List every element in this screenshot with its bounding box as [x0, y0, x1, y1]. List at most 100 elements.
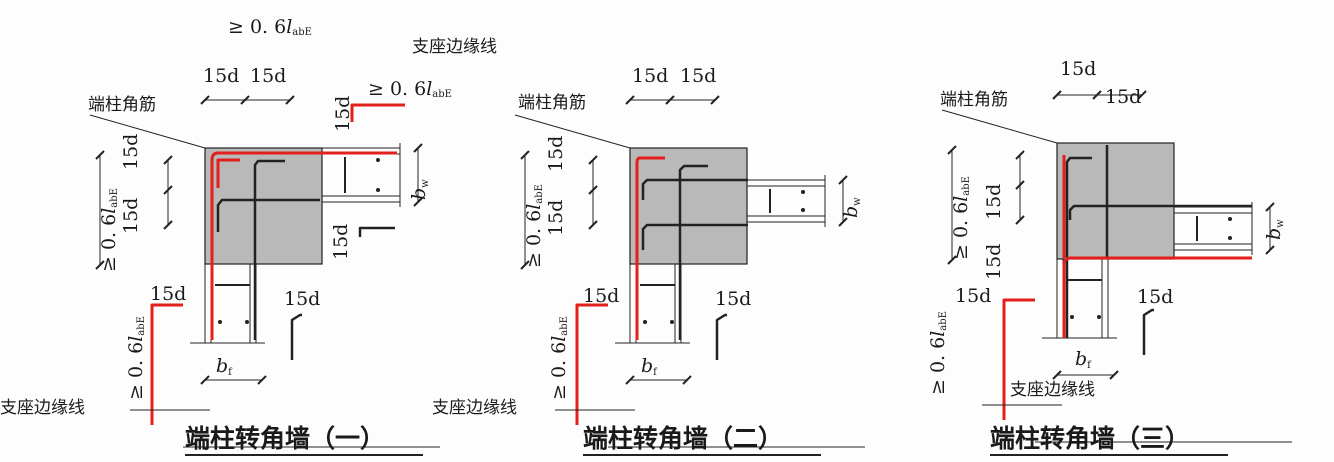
web-hook-detail [358, 226, 395, 237]
label-part: l [125, 336, 147, 342]
label-part: w [1275, 219, 1286, 228]
label-part: abE [109, 188, 120, 208]
dimension-15d-label: 15d [150, 283, 186, 305]
dimension-15d-label: 15d [120, 134, 142, 170]
dimension-15d-label: 15d [330, 224, 352, 260]
flange-width-label: bf [216, 355, 233, 378]
support-edge-line-label: 支座边缘线 [1010, 380, 1095, 400]
label-part: ≥ 0. 6 [368, 78, 426, 100]
dimension-15d-label: 15d [332, 96, 354, 132]
dimension-tick [163, 155, 173, 165]
dimension-tick [588, 155, 598, 165]
diagram-title: 端柱转角墙（三） [990, 424, 1190, 453]
label-part: f [228, 367, 233, 378]
anchorage-length-label: ≥ 0. 6labE [950, 176, 972, 260]
label-part: abE [961, 176, 972, 196]
rebar-dot [1070, 315, 1074, 319]
dimension-tick [710, 95, 720, 105]
dimension-tick [947, 145, 957, 155]
end-column [629, 147, 748, 265]
corner-rebar-highlight [1062, 256, 1252, 338]
label-part: ≥ 0. 6 [927, 337, 949, 395]
dimension-15d-label: 15d [1060, 58, 1096, 80]
dimension-tick [200, 95, 210, 105]
rebar-dot [801, 208, 805, 212]
label-part: ≥ 0. 6 [228, 16, 286, 38]
label-part: ≥ 0. 6 [548, 342, 570, 400]
support-edge-line-label: 支座边缘线 [432, 398, 517, 418]
dimension-tick [1052, 370, 1062, 380]
label-part: b [641, 355, 653, 377]
label-part: ≥ 0. 6 [125, 342, 147, 400]
flange-hook-detail [1142, 308, 1154, 355]
dimension-tick [285, 95, 295, 105]
rebar-dot [670, 320, 674, 324]
dimension-15d-label: 15d [545, 136, 567, 172]
anchorage-bar-detail [575, 303, 608, 425]
label-part: l [286, 16, 292, 38]
dimension-tick [838, 175, 848, 185]
label-part: ≥ 0. 6 [523, 210, 545, 268]
corner-bar-label: 端柱角筋 [88, 95, 156, 115]
dimension-tick [838, 217, 848, 227]
leader-line [514, 114, 631, 149]
anchorage-length-label: ≥ 0. 6labE [368, 78, 452, 100]
dimension-tick [1015, 180, 1025, 190]
anchorage-length-label: ≥ 0. 6labE [548, 316, 570, 400]
rebar-dot [376, 188, 380, 192]
leader-line [941, 109, 1058, 144]
leader-line [89, 114, 206, 149]
corner-bar-label: 端柱角筋 [940, 90, 1008, 110]
label-part: b [216, 355, 228, 377]
anchorage-length-label: ≥ 0. 6labE [927, 311, 949, 395]
label-part: abE [938, 311, 949, 331]
wall-rebar [1068, 204, 1252, 220]
dimension-tick [1092, 90, 1102, 100]
end-column [204, 147, 323, 265]
anchorage-length-label: ≥ 0. 6labE [523, 184, 545, 268]
web-width-label: bw [1263, 219, 1286, 240]
dimension-tick [520, 260, 530, 270]
label-part: l [523, 204, 545, 210]
diagram-title: 端柱转角墙（二） [583, 424, 783, 453]
diagram-title: 端柱转角墙（一） [185, 424, 385, 453]
label-part: l [426, 78, 432, 100]
label-part: w [420, 179, 431, 188]
anchorage-bar-detail [150, 303, 183, 425]
dimension-tick [1109, 370, 1119, 380]
rebar-dot [1097, 315, 1101, 319]
dimension-15d-label: 15d [680, 65, 716, 87]
label-part: l [950, 196, 972, 202]
flange-width-label: bf [641, 355, 658, 378]
wall-rebar [216, 198, 320, 232]
dimension-tick [240, 95, 250, 105]
label-part: b [1075, 348, 1087, 370]
dimension-tick [257, 375, 267, 385]
anchorage-length-label: ≥ 0. 6labE [125, 316, 147, 400]
rebar-dot [218, 320, 222, 324]
dimension-tick [588, 220, 598, 230]
wall-rebar [641, 223, 748, 250]
dimension-15d-label: 15d [715, 288, 751, 310]
label-part: l [98, 208, 120, 214]
label-part: l [927, 331, 949, 337]
dimension-tick [1137, 90, 1147, 100]
rebar-dot [801, 190, 805, 194]
dimension-15d-label: 15d [120, 198, 142, 234]
anchorage-length-label: ≥ 0. 6labE [98, 188, 120, 272]
label-part: ≥ 0. 6 [98, 214, 120, 272]
dimension-tick [1052, 90, 1062, 100]
dimension-tick [682, 375, 692, 385]
dimension-tick [1265, 202, 1275, 212]
dimension-15d-label: 15d [284, 288, 320, 310]
rebar-dot [1228, 217, 1232, 221]
flange-width-label: bf [1075, 348, 1092, 371]
corner-rebar-highlight [635, 156, 665, 340]
rebar-dot [245, 320, 249, 324]
dimension-tick [625, 375, 635, 385]
dimension-15d-label: 15d [955, 285, 991, 307]
dimension-tick [200, 375, 210, 385]
